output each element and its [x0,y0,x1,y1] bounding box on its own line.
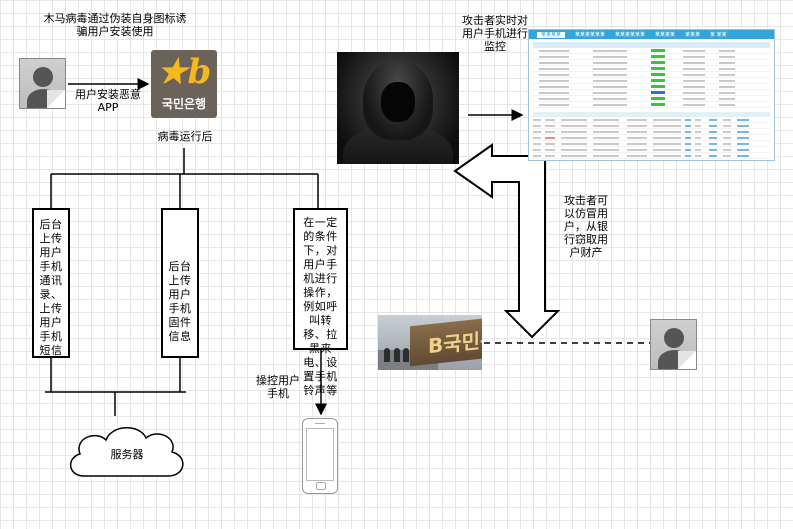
smartphone-icon [302,418,338,494]
monitor-row [533,67,770,72]
attack-route-arrow [453,143,561,339]
impersonate-label: 攻击者可以仿冒用户，从银行窃取用户财产 [564,194,608,259]
monitor-tab: 某某某某某某 [575,31,606,38]
monitor-row [533,91,770,96]
monitor-screenshot: 某某某某 某某某某某某 某某某某某某 某某某某 某某某 某 某某 [528,29,775,161]
monitor-row [533,55,770,60]
monitor-row [533,136,770,141]
cloud-icon: 服务器 [62,418,192,488]
hacker-image [337,52,459,164]
server-label: 服务器 [110,448,144,461]
monitor-tab: 某某某某 [655,31,676,38]
kb-mark: ★b [157,52,212,92]
control-phone-label: 操控用户手机 [256,374,300,400]
monitor-row [533,160,770,161]
monitor-row [533,97,770,102]
upload-device-box: 后台上传用户手机固件信息 [161,208,199,358]
monitor-row [533,142,770,147]
kb-bank-logo: ★b 국민은행 [151,50,217,118]
monitor-row [533,118,770,123]
monitor-row [533,73,770,78]
monitor-tab-bar: 某某某某 某某某某某某 某某某某某某 某某某某 某某某 某 某某 [529,30,774,39]
victim-avatar-icon [650,319,697,370]
attacker-monitor-label: 攻击者实时对用户手机进行监控 [462,14,528,53]
monitor-row [533,154,770,159]
monitor-row [533,49,770,54]
remote-ops-box: 在一定的条件下，对用户手机进行操作，例如呼叫转移、拉黑来电、设置手机铃声等 [293,208,348,397]
user-avatar-icon [19,58,66,109]
monitor-tab: 某某某某某某 [615,31,646,38]
monitor-row [533,130,770,135]
monitor-row [533,61,770,66]
monitor-row [533,124,770,129]
monitor-tab: 某某某某 [537,31,566,38]
monitor-row [533,103,770,108]
kb-bank-name: 국민은행 [161,97,207,111]
monitor-tab: 某 某某 [710,31,727,38]
install-label: 用户安装恶意APP [75,88,141,114]
monitor-row [533,85,770,90]
bank-sign-photo: B국민은행 [378,315,482,370]
after-run-label: 病毒运行后 [157,130,213,143]
monitor-tab: 某某某 [685,31,701,38]
upload-contacts-box: 后台上传用户手机通讯录、上传用户手机短信 [32,208,70,358]
monitor-row [533,148,770,153]
monitor-row [533,79,770,84]
bank-sign-text: B국민은행 [428,324,482,359]
trojan-title: 木马病毒通过伪装自身图标诱骗用户安装使用 [43,12,187,38]
